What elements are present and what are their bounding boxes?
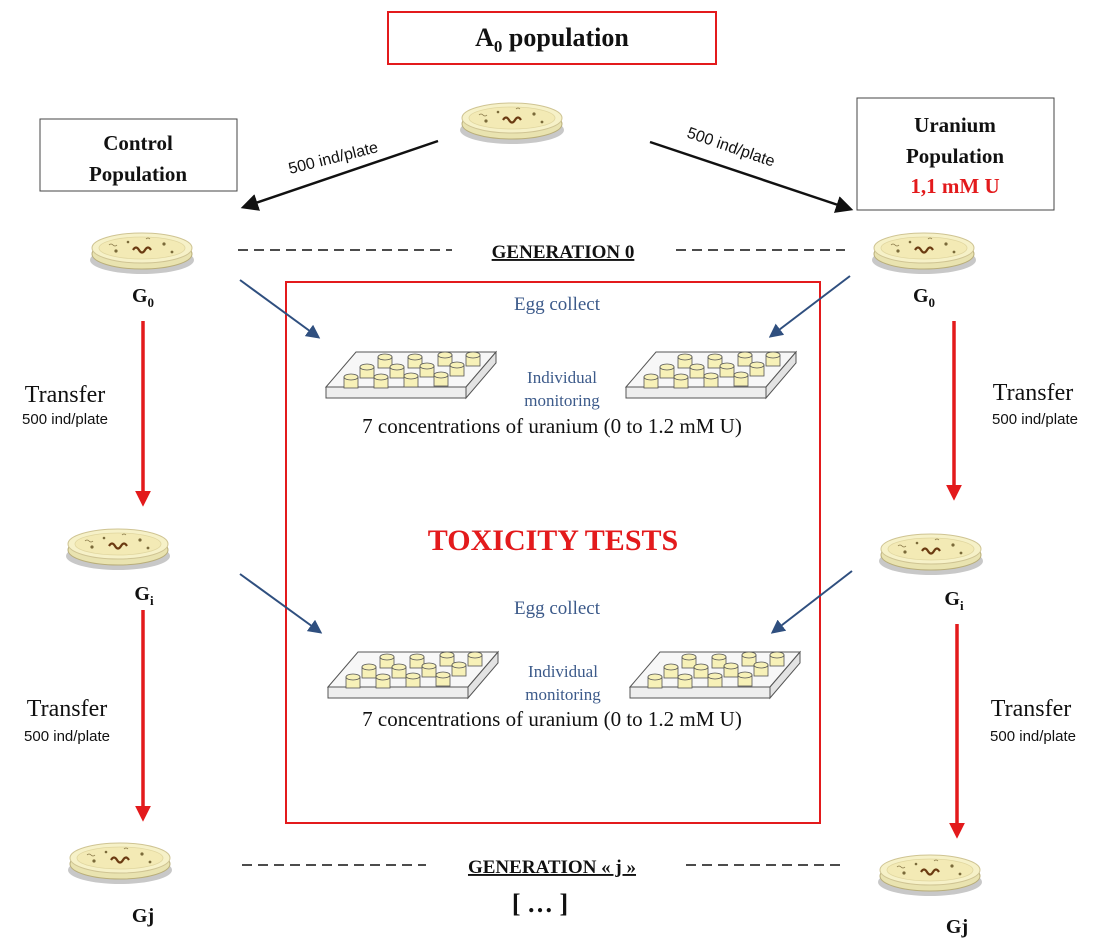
individual-monitoring-label-upper-2: monitoring [524,391,600,410]
uranium-concentration-label: 1,1 mM U [910,174,999,198]
toxicity-tests-label: TOXICITY TESTS [428,524,678,557]
transfer-label-uranium-2: Transfer [991,696,1071,722]
concentrations-label-upper: 7 concentrations of uranium (0 to 1.2 mM… [362,414,742,438]
ellipsis-label: [ … ] [512,889,568,918]
density-label-uranium-2: 500 ind/plate [990,728,1076,745]
well-plate-control-lower [327,651,499,699]
concentrations-label-lower: 7 concentrations of uranium (0 to 1.2 mM… [362,707,742,731]
label-uranium-g0: G0 [913,285,935,310]
individual-monitoring-label-lower-2: monitoring [525,685,601,704]
arrow-egg-control-lower [239,573,323,634]
arrow-a0-to-control [240,139,439,211]
toxicity-tests-box [285,281,821,824]
control-population-box [39,118,238,192]
density-label-uranium-split: 500 ind/plate [685,125,777,171]
arrow-egg-uranium-upper [768,275,851,338]
title-text: A0 population [475,23,629,56]
uranium-plate-gj [876,853,984,898]
uranium-plate-gi [877,532,985,577]
control-plate-gi [64,527,172,572]
control-plate-g0 [88,231,196,276]
arrow-egg-uranium-lower [770,570,853,634]
control-population-label-1: Control [103,131,173,155]
well-plate-uranium-lower [629,651,801,699]
transfer-label-control-2: Transfer [27,696,107,722]
a0-plate [458,101,566,146]
label-control-gi: Gi [134,583,154,608]
transfer-label-control-1: Transfer [25,382,105,408]
well-plate-uranium-upper [625,351,797,399]
individual-monitoring-label-upper-1: Individual [527,368,597,387]
title-box [387,11,717,65]
arrow-a0-to-uranium [649,140,854,213]
label-uranium-gj: Gj [946,916,968,938]
label-control-gj: Gj [132,905,154,927]
arrow-egg-control-upper [239,279,321,339]
uranium-population-label-1: Uranium [914,113,996,137]
generation-j-label: GENERATION « j » [468,857,636,878]
control-population-label-2: Population [89,162,187,186]
density-label-uranium-1: 500 ind/plate [992,411,1078,428]
egg-collect-label-upper: Egg collect [514,294,601,315]
well-plate-control-upper [325,351,497,399]
label-control-g0: G0 [132,285,154,310]
transfer-label-uranium-1: Transfer [993,380,1073,406]
egg-collect-label-lower: Egg collect [514,598,601,619]
uranium-plate-g0 [870,231,978,276]
uranium-population-label-2: Population [906,144,1004,168]
density-label-control-2: 500 ind/plate [24,728,110,745]
density-label-control-split: 500 ind/plate [287,139,380,178]
label-uranium-gi: Gi [944,588,964,613]
generation-0-label: GENERATION 0 [492,242,635,263]
individual-monitoring-label-lower-1: Individual [528,662,598,681]
uranium-population-box [856,97,1055,211]
density-label-control-1: 500 ind/plate [22,411,108,428]
control-plate-gj [66,841,174,886]
